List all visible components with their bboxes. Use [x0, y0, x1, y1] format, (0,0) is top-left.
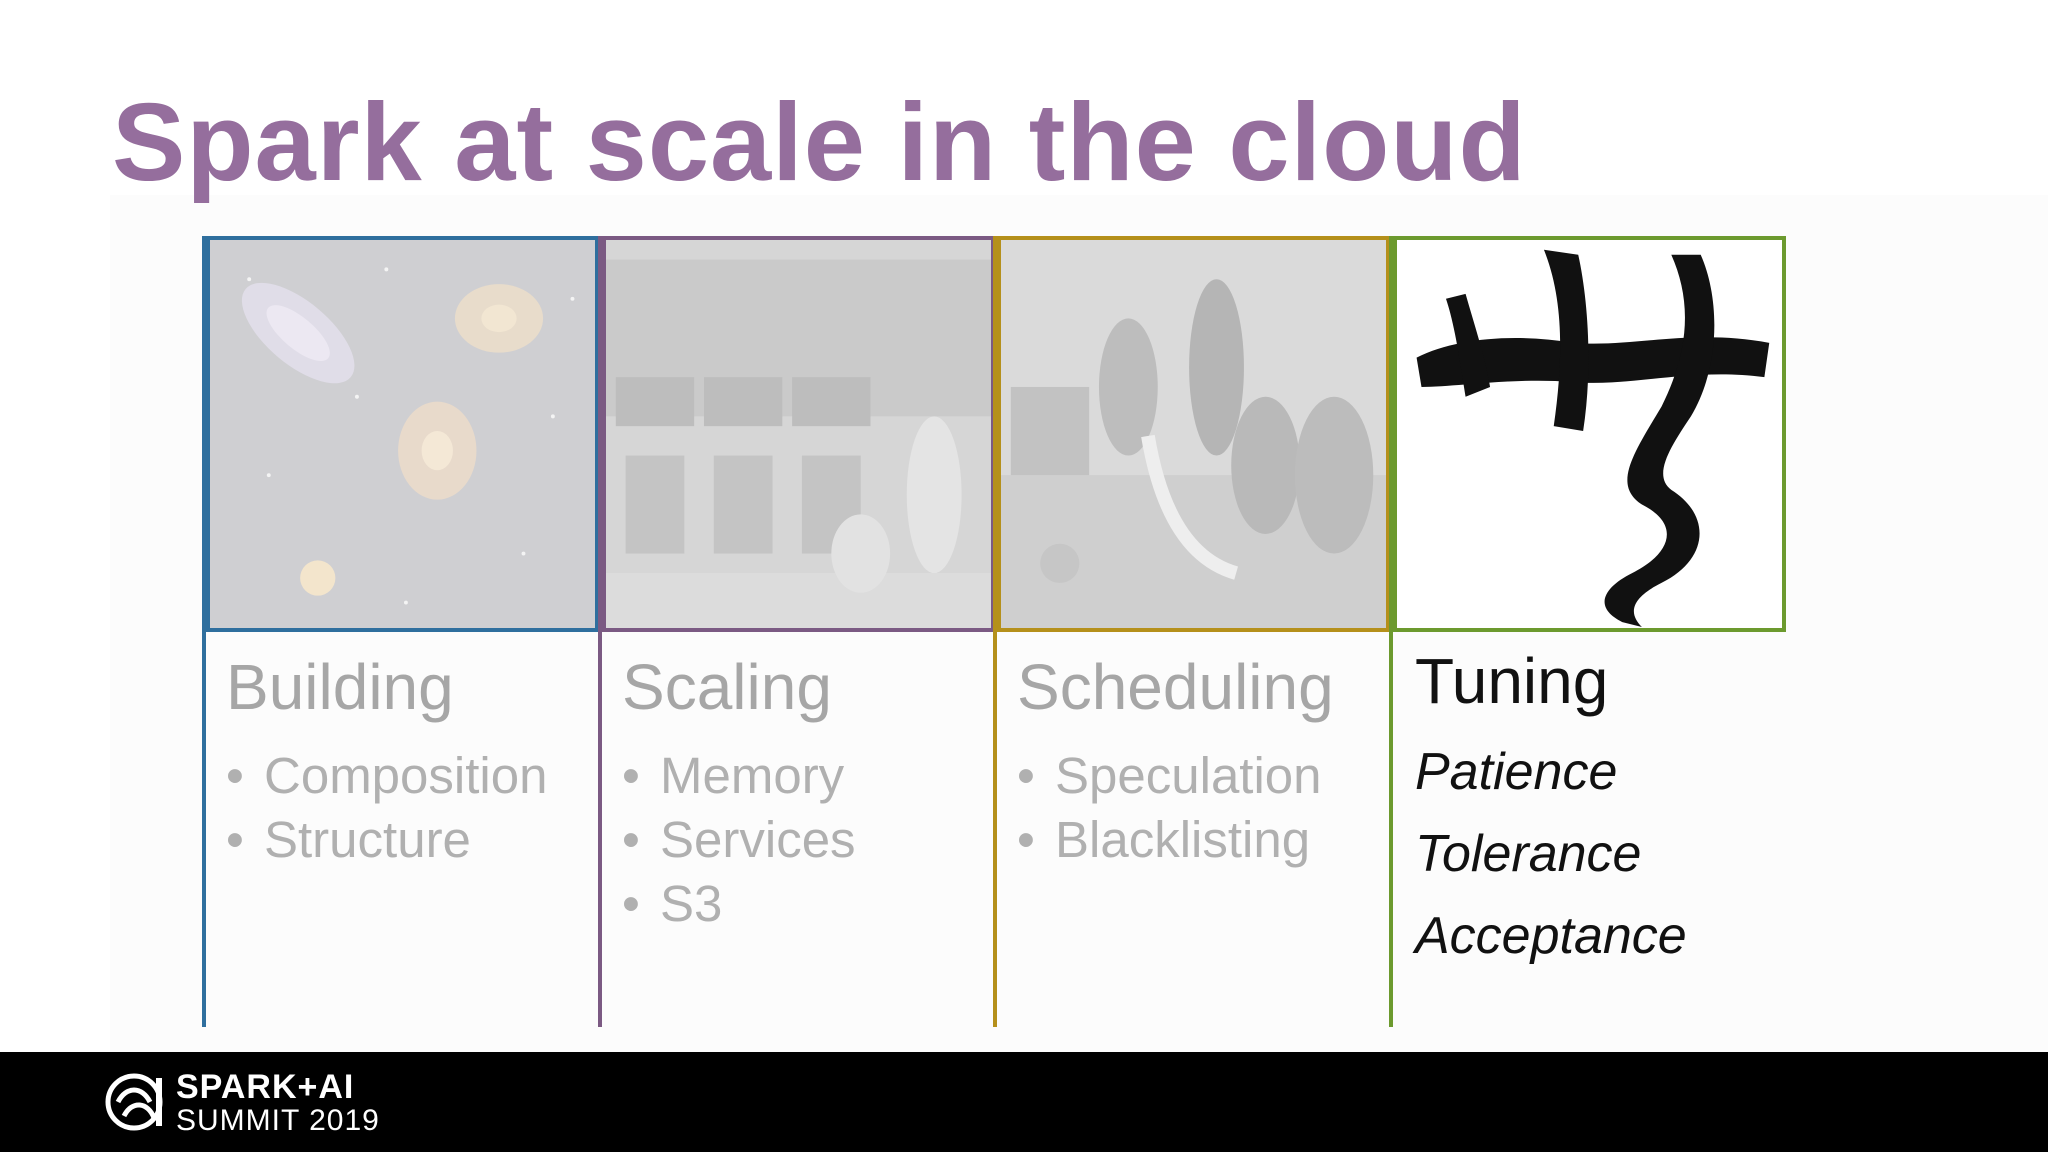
mission-control-image [997, 236, 1390, 632]
list-item: •Composition [226, 747, 548, 804]
spark-ai-summit-logo-icon [105, 1073, 163, 1131]
list-item: •Memory [622, 747, 845, 804]
slide-title: Spark at scale in the cloud [112, 81, 1527, 204]
column-label: Scaling [622, 651, 832, 723]
column-label: Building [226, 651, 454, 723]
tuning-item-patience: Patience [1415, 743, 1618, 801]
column-building: Building •Composition •Structure [202, 236, 599, 1027]
column-scaling: Scaling •Memory •Services •S3 [598, 236, 995, 1027]
logo-text-line1: SPARK+AI [176, 1068, 355, 1106]
footer-bar [0, 1052, 2048, 1152]
column-scheduling: Scheduling •Speculation •Blacklisting [993, 236, 1390, 1027]
list-item: •Services [622, 811, 856, 868]
list-item: •Structure [226, 811, 471, 868]
bullet-list: •Memory •Services •S3 [622, 744, 856, 936]
list-item: •Speculation [1017, 747, 1322, 804]
bullet-list: •Composition •Structure [226, 744, 547, 872]
column-label: Scheduling [1017, 651, 1334, 723]
tuning-item-acceptance: Acceptance [1415, 907, 1687, 965]
column-label: Tuning [1415, 645, 1609, 717]
early-computer-image [602, 236, 995, 632]
bullet-list: •Speculation •Blacklisting [1017, 744, 1322, 872]
list-item: •S3 [622, 875, 723, 932]
calligraphy-image [1393, 236, 1786, 632]
column-tuning: Tuning Patience Tolerance Acceptance [1389, 236, 1786, 1027]
galaxies-image [206, 236, 599, 632]
list-item: •Blacklisting [1017, 811, 1311, 868]
logo-text-line2: SUMMIT 2019 [176, 1104, 380, 1137]
tuning-item-tolerance: Tolerance [1415, 825, 1642, 883]
